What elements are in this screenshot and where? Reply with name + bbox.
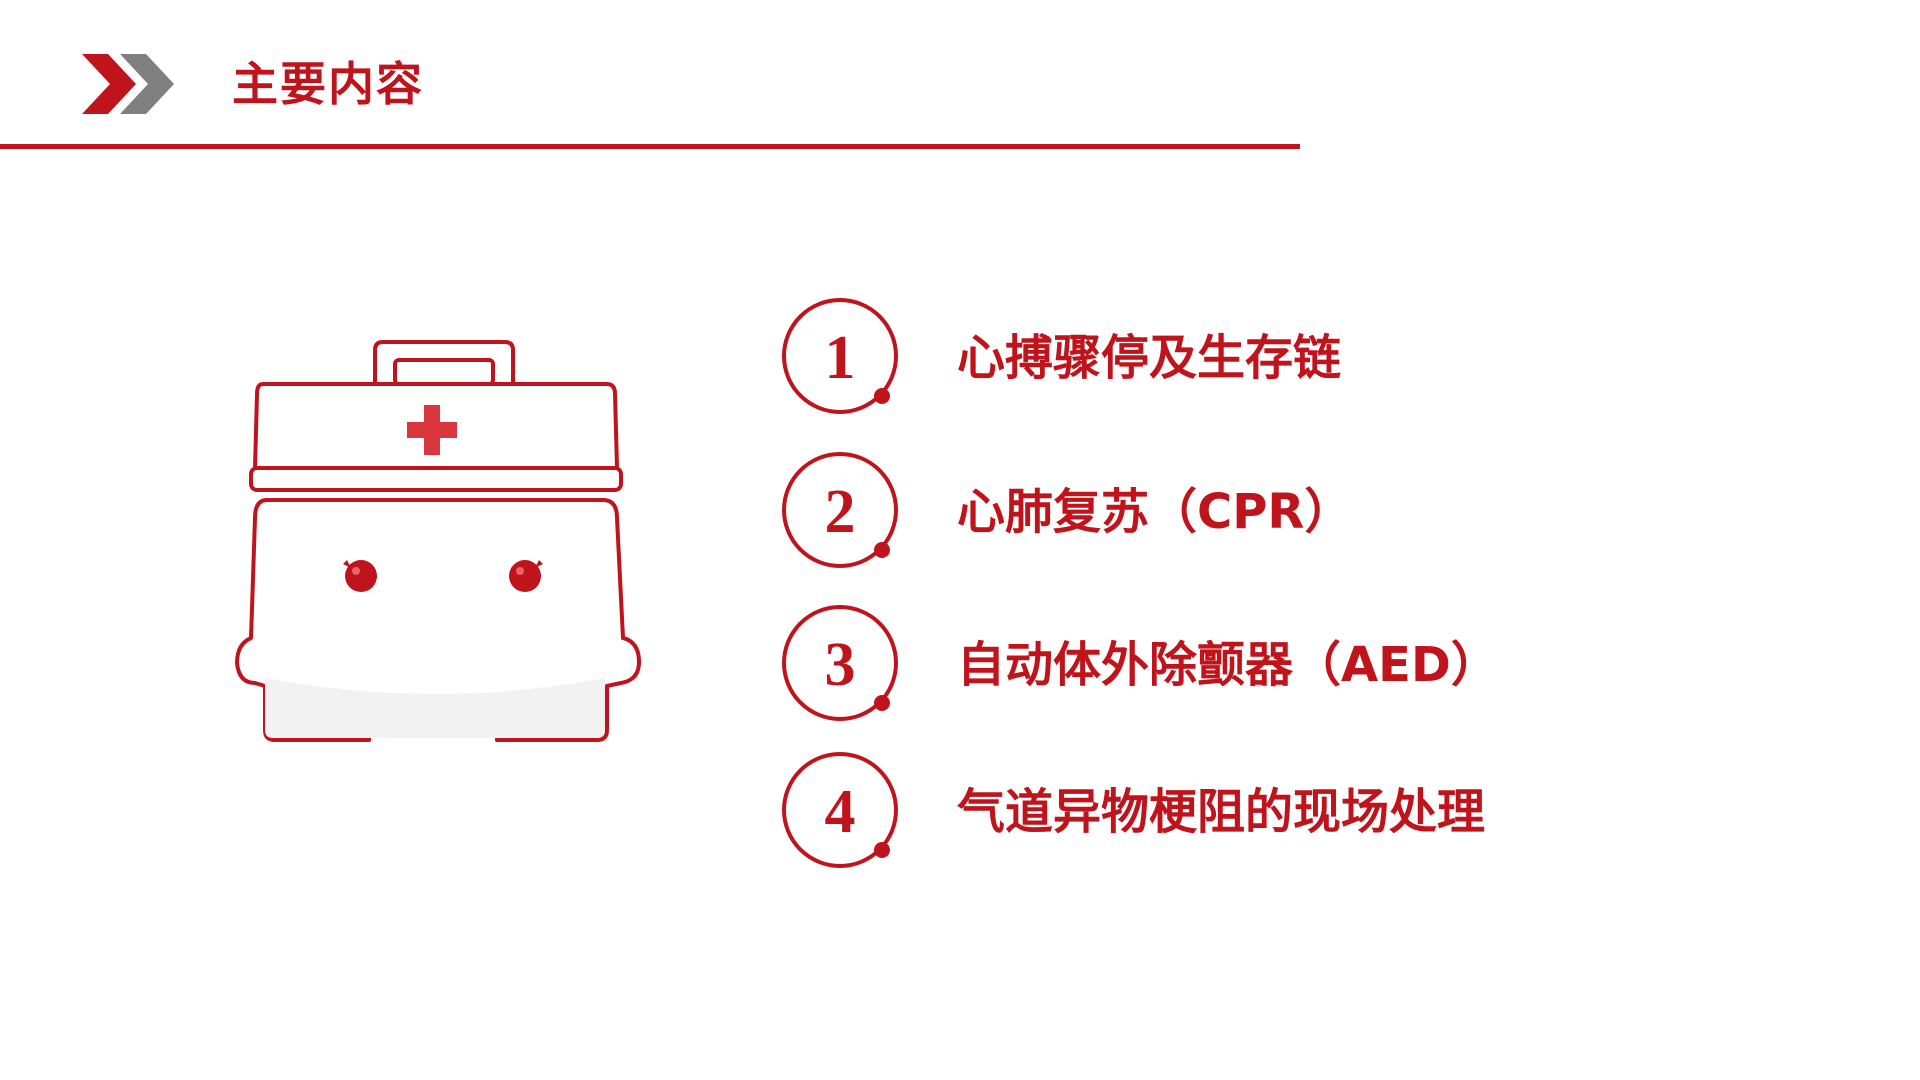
agenda-item-3: 3 自动体外除颤器（AED） <box>780 603 1830 727</box>
number-badge-label: 1 <box>825 324 856 392</box>
double-chevron-icon <box>82 54 174 114</box>
number-badge-label: 2 <box>825 478 856 546</box>
header-divider <box>0 144 1300 149</box>
page-title: 主要内容 <box>232 57 424 111</box>
agenda-item-label: 心肺复苏（CPR） <box>957 484 1353 540</box>
number-badge: 2 <box>782 452 898 568</box>
agenda-item-label: 气道异物梗阻的现场处理 <box>957 784 1486 840</box>
number-badge: 4 <box>782 752 898 868</box>
number-badge: 1 <box>782 298 898 414</box>
agenda-item-label: 自动体外除颤器（AED） <box>957 637 1499 693</box>
first-aid-kit-icon <box>235 340 641 742</box>
number-badge-label: 3 <box>825 631 856 699</box>
agenda-item-label: 心搏骤停及生存链 <box>957 330 1342 386</box>
agenda-item-1: 1 心搏骤停及生存链 <box>780 296 1830 420</box>
number-badge-label: 4 <box>825 778 856 846</box>
agenda-item-4: 4 气道异物梗阻的现场处理 <box>780 750 1830 874</box>
agenda-item-2: 2 心肺复苏（CPR） <box>780 450 1830 574</box>
number-badge: 3 <box>782 605 898 721</box>
